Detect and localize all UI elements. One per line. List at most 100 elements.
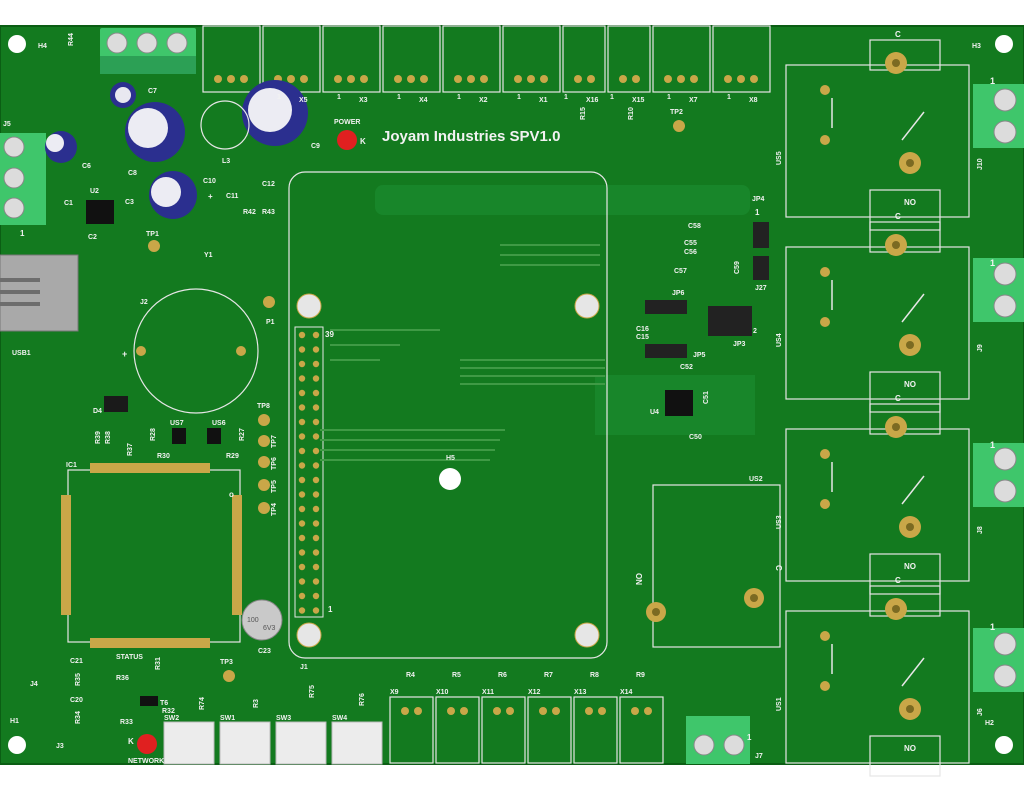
relay-c-outline: [869, 221, 941, 253]
j1-pin: [298, 563, 306, 571]
svg-text:R75: R75: [309, 685, 316, 698]
j1-pin: [298, 360, 306, 368]
svg-text:C15: C15: [636, 334, 649, 341]
svg-text:C23: C23: [258, 648, 271, 655]
top-connector-label: X15: [632, 97, 645, 104]
svg-text:C7: C7: [148, 88, 157, 95]
top-connector-row: [202, 25, 771, 93]
relay-terminal-pin1: 1: [990, 440, 995, 450]
svg-text:D4: D4: [93, 408, 102, 415]
relay-no-outline: [869, 735, 941, 777]
svg-text:H5: H5: [446, 455, 455, 462]
j1-pin: [298, 607, 306, 614]
svg-text:US2: US2: [749, 476, 763, 483]
relay-c-outline: [869, 585, 941, 617]
traces: [320, 244, 605, 461]
svg-text:C58: C58: [688, 223, 701, 230]
top-connector-pin1: 1: [397, 94, 401, 101]
relay-c-outline: [869, 39, 941, 71]
j1-pin: [312, 549, 320, 556]
bottom-connector-resistor: R9: [636, 672, 645, 679]
bottom-connector-label: X13: [574, 689, 587, 696]
top-connector-pin1: 1: [337, 94, 341, 101]
module-outline: [288, 171, 608, 659]
relay-c-label: C: [895, 394, 901, 403]
top-connector-label: X5: [299, 97, 308, 104]
relay-ref-label: US5: [776, 151, 783, 165]
top-connector-label: X4: [419, 97, 428, 104]
relay-no-label: NO: [904, 380, 916, 389]
svg-text:TP6: TP6: [271, 457, 278, 470]
svg-text:J3: J3: [56, 743, 64, 750]
relay-outline: [785, 428, 970, 582]
relay-c-outline: [869, 403, 941, 435]
relay-terminal-label: J6: [977, 708, 984, 716]
j1-pin: [312, 476, 320, 484]
top-connector-label: X2: [479, 97, 488, 104]
network-label: NETWORK: [128, 758, 164, 765]
bottom-connector-resistor: R5: [452, 672, 461, 679]
svg-text:C6: C6: [82, 163, 91, 170]
svg-text:US7: US7: [170, 420, 184, 427]
svg-text:1: 1: [328, 605, 333, 614]
coin-cell-outline: [133, 288, 259, 414]
relay-no-outline: [869, 189, 941, 231]
us7-chip: [172, 428, 186, 444]
j1-pin: [312, 389, 320, 397]
top-connector-label: X1: [539, 97, 548, 104]
top-connector-label: X16: [586, 97, 599, 104]
relay-terminal-label: J10: [977, 158, 984, 170]
svg-text:C20: C20: [70, 697, 83, 704]
bottom-connector-label: X10: [436, 689, 449, 696]
j1-pin: [298, 578, 306, 585]
relay-ref-label: US4: [776, 333, 783, 347]
relay-c-label: C: [895, 212, 901, 221]
svg-text:100: 100: [247, 617, 259, 624]
svg-text:J4: J4: [30, 681, 38, 688]
jumpers: [645, 222, 769, 358]
relay-terminal-pin1: 1: [990, 76, 995, 86]
board-title: Joyam Industries SPV1.0: [382, 128, 560, 145]
top-connector-pin1: 1: [667, 94, 671, 101]
mounting-hole-h1: [8, 736, 26, 754]
svg-text:C2: C2: [88, 234, 97, 241]
svg-text:C51: C51: [703, 391, 710, 404]
relay-outline: [785, 246, 970, 400]
svg-text:R36: R36: [116, 675, 129, 682]
relay-no-label: NO: [904, 562, 916, 571]
j1-pin: [298, 331, 306, 339]
j1-pin: [312, 360, 320, 368]
mounting-hole-h2: [995, 736, 1013, 754]
svg-text:C16: C16: [636, 326, 649, 333]
svg-text:R38: R38: [105, 431, 112, 444]
svg-text:1: 1: [20, 229, 25, 238]
svg-text:USB1: USB1: [12, 350, 31, 357]
j1-pin: [312, 418, 320, 426]
j1-pin: [298, 520, 306, 527]
mounting-hole-h3: [995, 35, 1013, 53]
network-led: [137, 734, 157, 754]
relay-c-label: C: [895, 30, 901, 39]
svg-text:1: 1: [755, 208, 760, 217]
us2-relay-outline: [652, 484, 781, 648]
j1-pin: [312, 520, 320, 527]
top-connector-pin1: 1: [727, 94, 731, 101]
top-connector-pin1: 1: [457, 94, 461, 101]
j1-header-outline: [294, 326, 324, 618]
j1-pin: [298, 592, 306, 600]
relay-no-label: NO: [904, 744, 916, 753]
svg-text:Y1: Y1: [204, 252, 213, 259]
svg-text:SW2: SW2: [164, 715, 179, 722]
switches: [163, 721, 383, 765]
j1-pin: [298, 433, 306, 440]
svg-text:JP6: JP6: [672, 290, 685, 297]
svg-text:C3: C3: [125, 199, 134, 206]
svg-text:J27: J27: [755, 285, 767, 292]
svg-text:T6: T6: [160, 700, 168, 707]
relay-terminal-pin1: 1: [990, 258, 995, 268]
j1-pin: [298, 462, 306, 469]
svg-text:JP5: JP5: [693, 352, 706, 359]
svg-text:R34: R34: [75, 711, 82, 724]
